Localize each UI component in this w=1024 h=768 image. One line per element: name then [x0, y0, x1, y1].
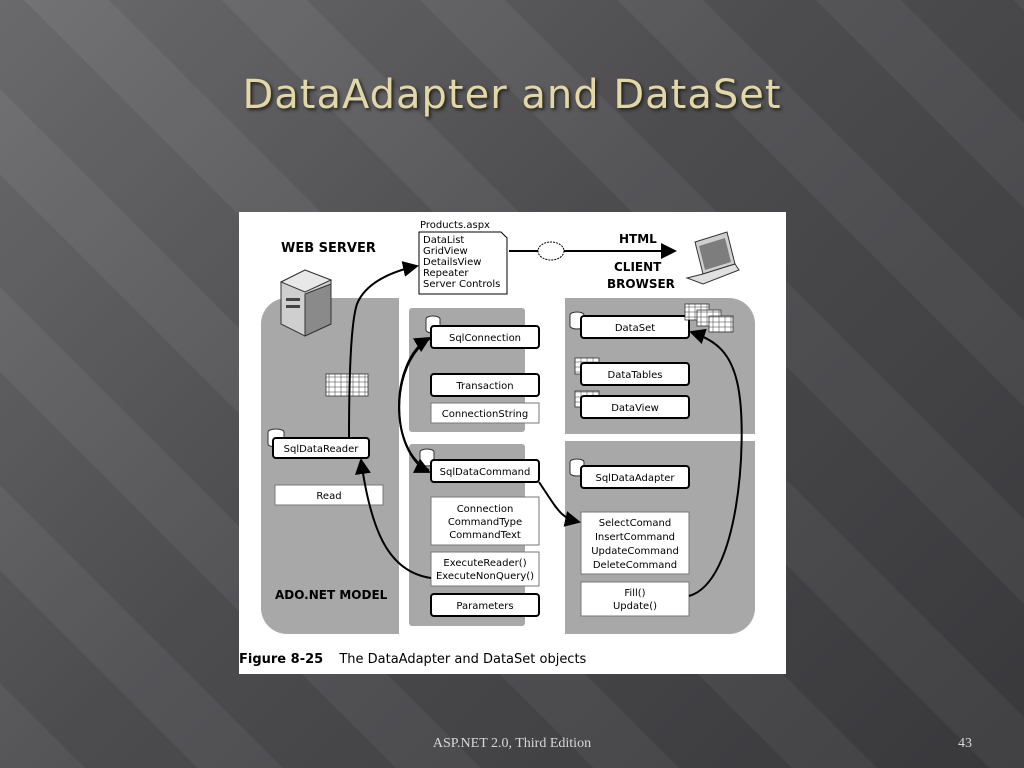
command-methods-box: [430, 551, 540, 587]
read-label: Read: [316, 491, 341, 502]
ado-net-model-label: ADO.NET MODEL: [275, 588, 388, 602]
products-item: DetailsView: [423, 257, 481, 268]
adapter-methods-box: [580, 581, 690, 617]
adapter-command: UpdateCommand: [591, 546, 679, 557]
figure-diagram: WEB SERVER Products.aspx DataList GridVi…: [239, 212, 786, 674]
browser-label: BROWSER: [607, 277, 675, 291]
products-item: DataList: [423, 235, 464, 246]
grid-table-icon: [684, 303, 734, 333]
reader-to-page-arrow: [348, 261, 419, 439]
grid-table-icon: [325, 373, 369, 397]
products-page-title: Products.aspx: [420, 220, 490, 231]
command-properties-box: [430, 496, 540, 546]
page-number: 43: [958, 736, 972, 751]
figure-caption-text: The DataAdapter and DataSet objects: [339, 652, 587, 667]
sql-data-command-box: [430, 459, 540, 483]
parameters-label: Parameters: [456, 601, 513, 612]
dataset-label: DataSet: [615, 323, 655, 334]
command-method: ExecuteNonQuery(): [436, 571, 534, 582]
sql-data-adapter-label: SqlDataAdapter: [595, 473, 675, 484]
command-property: CommandType: [448, 517, 522, 528]
sql-data-adapter-box: [580, 465, 690, 489]
command-property: Connection: [457, 504, 514, 515]
data-tables-label: DataTables: [608, 370, 663, 381]
adapter-command: DeleteCommand: [593, 560, 677, 571]
products-item: Server Controls: [423, 279, 500, 290]
products-item: Repeater: [423, 268, 469, 279]
adapter-command: InsertCommand: [595, 532, 675, 543]
fill-to-dataset-arrow: [688, 328, 743, 597]
command-property: CommandText: [449, 530, 521, 541]
adapter-method: Update(): [613, 601, 657, 612]
transaction-box: [430, 373, 540, 397]
data-view-box: [580, 395, 690, 419]
parameters-box: [430, 593, 540, 617]
data-tables-box: [580, 362, 690, 386]
read-box: [274, 484, 384, 506]
execute-to-reader-arrow: [355, 458, 432, 579]
laptop-icon: [685, 231, 740, 285]
transaction-label: Transaction: [455, 381, 513, 392]
sql-connection-label: SqlConnection: [449, 333, 521, 344]
dataset-box: [580, 315, 690, 339]
client-label: CLIENT: [614, 260, 662, 274]
figure-caption: Figure 8-25 The DataAdapter and DataSet …: [239, 652, 786, 674]
connection-to-command-arrow: [398, 337, 432, 473]
slide-title: DataAdapter and DataSet: [242, 72, 782, 118]
figure-label: Figure 8-25: [239, 652, 324, 667]
sql-data-reader-label: SqlDataReader: [284, 444, 360, 455]
sql-data-command-label: SqlDataCommand: [440, 467, 531, 478]
sql-connection-box: [430, 325, 540, 349]
connection-string-box: [430, 402, 540, 424]
connection-string-label: ConnectionString: [442, 409, 528, 420]
products-page: Products.aspx DataList GridView DetailsV…: [418, 220, 508, 295]
data-view-label: DataView: [611, 403, 659, 414]
adapter-command: SelectComand: [599, 518, 672, 529]
right-divider: [561, 434, 755, 441]
adapter-method: Fill(): [624, 588, 645, 599]
cloud-icon: [537, 241, 565, 261]
products-item: GridView: [423, 246, 468, 257]
html-label: HTML: [619, 232, 657, 246]
slide-footer: ASP.NET 2.0, Third Edition: [432, 736, 592, 751]
adapter-commands-box: [580, 511, 690, 575]
sql-data-reader-box: [272, 437, 370, 459]
server-icon: [279, 269, 333, 337]
command-to-adapter-arrow: [538, 481, 581, 527]
web-server-label: WEB SERVER: [281, 241, 376, 256]
command-method: ExecuteReader(): [443, 558, 526, 569]
ado-net-diagram: WEB SERVER Products.aspx DataList GridVi…: [261, 220, 755, 636]
